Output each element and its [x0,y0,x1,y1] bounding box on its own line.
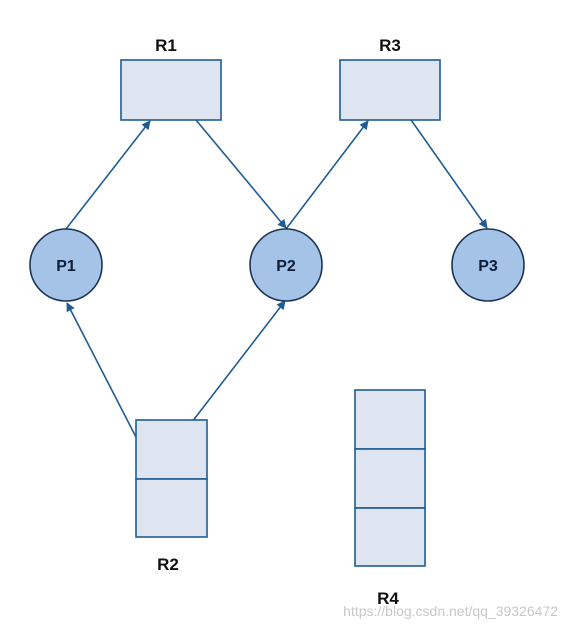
resource-r4-instance-2 [354,448,426,509]
process-p2-label: P2 [276,258,296,275]
resource-r4: R4 [354,389,426,608]
resource-r2-instance-1 [135,419,208,480]
resource-r1-label: R1 [155,36,177,55]
watermark-text: https://blog.csdn.net/qq_39326472 [343,603,558,619]
resource-r4-instance-1 [354,389,426,450]
resource-r4-label: R4 [377,589,399,608]
resource-r1: R1 [120,36,222,121]
resource-r2-instance-2 [135,478,208,538]
process-p1: P1 [29,228,103,302]
process-p2: P2 [249,228,323,302]
process-p3-node [451,228,525,302]
resource-r3-label: R3 [379,36,401,55]
resource-r1-instance-1 [120,59,222,121]
process-p3: P3 [451,228,525,302]
process-p3-label: P3 [478,258,498,275]
process-p2-node [249,228,323,302]
resource-r3: R3 [339,36,441,121]
process-p1-node [29,228,103,302]
resource-r2-label: R2 [157,555,179,574]
resource-r3-instance-1 [339,59,441,121]
resource-r4-instance-3 [354,507,426,567]
edge-p1-to-r1 [65,120,151,230]
process-p1-label: P1 [56,258,76,275]
edge-p2-to-r3 [285,120,369,230]
resource-r2: R2 [135,419,208,574]
